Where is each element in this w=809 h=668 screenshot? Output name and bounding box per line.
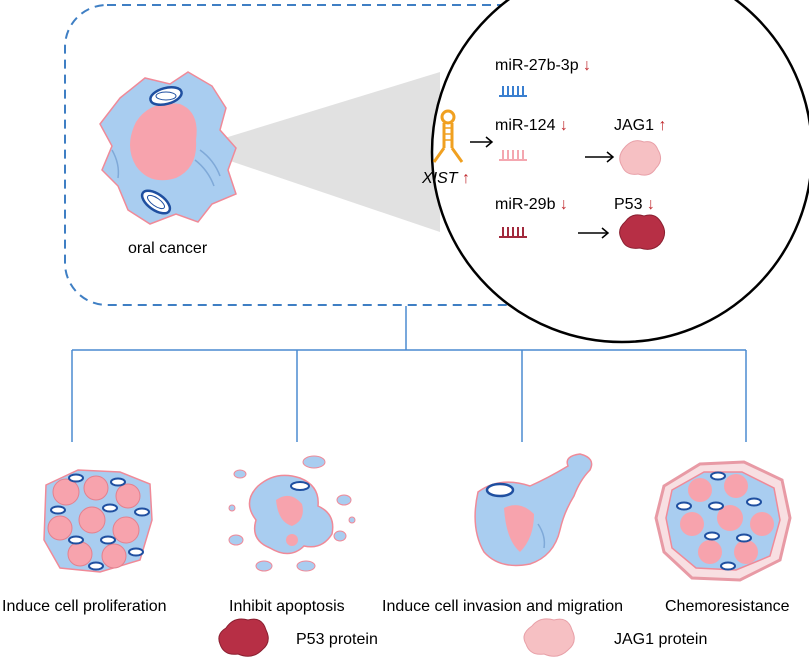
mirna-29b-name: miR-29b: [495, 196, 556, 213]
arrow-xist-to-mir124: [470, 136, 494, 148]
mirna-27b-icon: [499, 86, 527, 97]
zoom-wedge: [192, 72, 440, 232]
legend-jag1-icon: [523, 618, 575, 657]
outcome-chemoresistance-label: Chemoresistance: [665, 598, 790, 615]
oral-cancer-cell: [99, 71, 237, 225]
mirna-27b-arrow: ↓: [583, 57, 592, 74]
outcome-proliferation-label: Induce cell proliferation: [2, 598, 167, 615]
oral-cancer-label: oral cancer: [128, 240, 208, 257]
legend-p53-label: P53 protein: [296, 631, 378, 648]
outcome-apoptosis-label: Inhibit apoptosis: [229, 598, 345, 615]
migrating-cell: [474, 453, 593, 567]
mirna-124-arrow: ↓: [559, 117, 568, 134]
p53-protein-icon: [619, 214, 666, 250]
apoptosis-cell-fragments: [228, 455, 356, 572]
xist-hairpin-icon: [432, 109, 464, 163]
legend-p53-icon: [218, 618, 269, 657]
proliferation-cell-cluster: [43, 469, 153, 573]
jag1-protein-icon: [619, 140, 662, 176]
xist-name: XIST: [422, 170, 458, 187]
legend-jag1-label: JAG1 protein: [614, 631, 708, 648]
mirna-124-icon: [499, 150, 527, 161]
xist-arrow: ↑: [462, 170, 471, 187]
mirna-124-label: miR-124 ↓: [495, 117, 568, 135]
xist-label: XIST ↑: [422, 170, 470, 188]
p53-label: P53 ↓: [614, 196, 655, 214]
zoom-circle: [430, 0, 809, 344]
tree-connector: [71, 306, 747, 442]
outcome-invasion-label: Induce cell invasion and migration: [382, 598, 624, 615]
mirna-27b-name: miR-27b-3p: [495, 57, 579, 74]
mirna-27b-label: miR-27b-3p ↓: [495, 57, 591, 75]
p53-arrow: ↓: [646, 196, 655, 213]
mirna-124-name: miR-124: [495, 117, 556, 134]
arrow-mir124-to-jag1: [585, 151, 615, 163]
jag1-arrow: ↑: [658, 117, 667, 134]
jag1-label: JAG1 ↑: [614, 117, 666, 135]
mirna-29b-arrow: ↓: [559, 196, 568, 213]
chemoresistance-cell-cluster: [654, 460, 792, 582]
mirna-29b-label: miR-29b ↓: [495, 196, 568, 214]
jag1-name: JAG1: [614, 117, 655, 134]
p53-name: P53: [614, 196, 643, 213]
arrow-mir29b-to-p53: [578, 227, 610, 239]
mirna-29b-icon: [499, 227, 527, 238]
